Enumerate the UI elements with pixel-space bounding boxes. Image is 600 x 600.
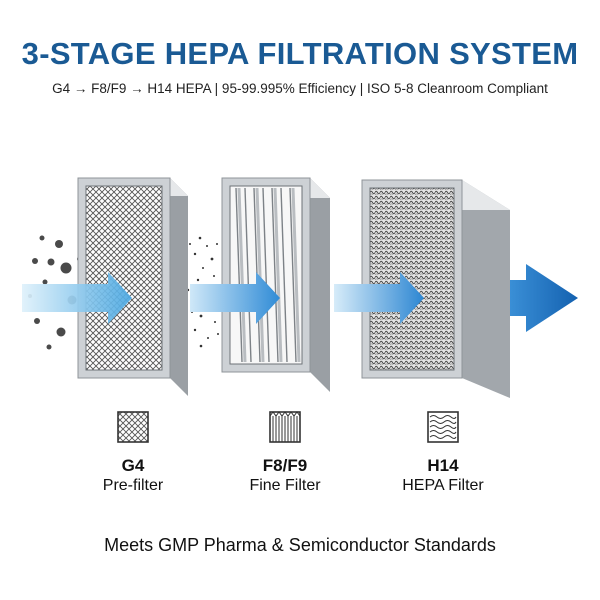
airflow-arrow-output (510, 264, 578, 332)
f8-f9-fine-filter-panel (221, 177, 330, 392)
stage-description: Fine Filter (249, 477, 321, 494)
stage-name: F8/F9 (262, 456, 308, 475)
stage-description: HEPA Filter (402, 477, 484, 494)
g4-prefilter-panel (77, 177, 188, 396)
stage-name: G4 (121, 456, 145, 475)
airflow-arrow-3 (334, 272, 424, 324)
h14-hepa-filter-panel (361, 179, 510, 398)
stage-name: H14 (427, 456, 459, 475)
page-title: 3-STAGE HEPA FILTRATION SYSTEM (21, 36, 579, 71)
stage-h14-label: H14 HEPA Filter (373, 456, 513, 496)
stage-g4-label: G4 Pre-filter (63, 456, 203, 496)
crosshatch-mesh-icon (117, 411, 149, 443)
airflow-arrow-1 (22, 272, 132, 324)
airflow-arrow-2 (190, 272, 280, 324)
wavy-hepa-icon (427, 411, 459, 443)
stage-f8-f9-label: F8/F9 Fine Filter (215, 456, 355, 496)
standards-footer: Meets GMP Pharma & Semiconductor Standar… (104, 535, 496, 555)
stage-description: Pre-filter (102, 477, 164, 494)
pleated-filter-icon (269, 411, 301, 443)
page-subtitle: G4 → F8/F9 → H14 HEPA | 95-99.995% Effic… (52, 81, 548, 96)
